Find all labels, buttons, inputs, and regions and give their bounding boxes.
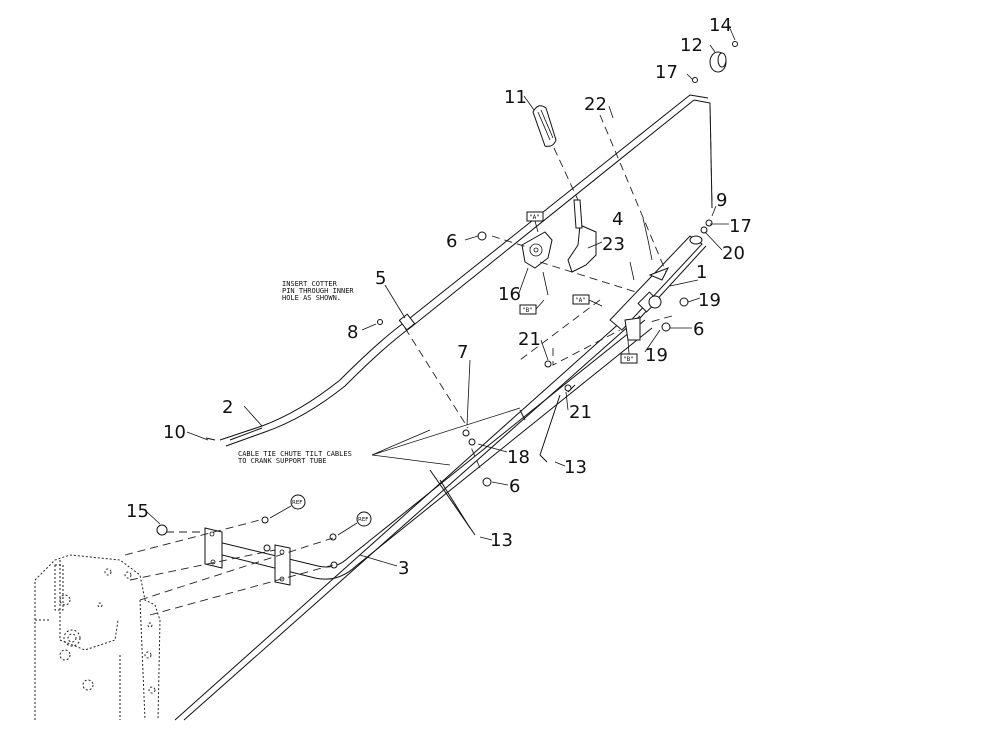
callout-2: 2: [222, 397, 233, 418]
callout-3: 3: [398, 558, 409, 579]
note-cable-line2: TO CRANK SUPPORT TUBE: [238, 457, 327, 465]
callout-10: 10: [163, 422, 186, 443]
callout-22: 22: [584, 94, 607, 115]
chute-cables: [429, 384, 576, 536]
gearbox-16: [521, 231, 553, 269]
tag-b-upper: "B": [522, 307, 533, 314]
callout-6-upper: 6: [446, 231, 457, 252]
callout-16: 16: [498, 284, 521, 305]
ref-label-2: REF: [358, 517, 368, 523]
callout-5: 5: [375, 268, 386, 289]
leader-lines: [146, 23, 736, 567]
tag-texts: "A" "A" "B" "B" REF REF: [292, 214, 634, 523]
callout-23: 23: [602, 234, 625, 255]
callout-7: 7: [457, 342, 468, 363]
tag-b-lower: "B": [623, 356, 634, 363]
note-cotter-line1: INSERT COTTER: [282, 280, 338, 288]
note-cotter-line3: HOLE AS SHOWN.: [282, 294, 341, 302]
notes: INSERT COTTER PIN THROUGH INNER HOLE AS …: [238, 280, 354, 465]
crank-tube-upper: [609, 235, 703, 341]
callout-8: 8: [347, 322, 358, 343]
callout-12: 12: [680, 35, 703, 56]
tag-boxes: [519, 211, 638, 364]
tag-a-upper: "A": [529, 214, 540, 221]
crank-support-tube: [204, 319, 653, 586]
callout-20: 20: [722, 243, 745, 264]
tag-a-lower: "A": [575, 297, 586, 304]
callout-6-lower: 6: [509, 476, 520, 497]
callout-14: 14: [709, 15, 732, 36]
note-cotter-line2: PIN THROUGH INNER: [282, 287, 354, 295]
callout-17: 17: [655, 62, 678, 83]
note-cable-line1: CABLE TIE CHUTE TILT CABLES: [238, 450, 352, 458]
callout-numbers: 14 12 17 11 22 4 23 6 16 5 8 2 10 7 21 2…: [126, 15, 752, 579]
callout-21-upper: 21: [518, 329, 541, 350]
callout-18: 18: [507, 447, 530, 468]
chute-frame: [34, 554, 161, 721]
ref-label-1: REF: [292, 500, 302, 506]
callout-1: 1: [696, 262, 707, 283]
callout-19-right: 19: [698, 290, 721, 311]
callout-19-lower: 19: [645, 345, 668, 366]
assembly-lines: [124, 102, 713, 616]
callout-11: 11: [504, 87, 527, 108]
ref-bubbles: [269, 494, 372, 536]
callout-13-lower: 13: [490, 530, 513, 551]
bracket-23: [567, 199, 597, 273]
crank-knob: [532, 105, 557, 147]
callout-13-upper: 13: [564, 457, 587, 478]
callout-6-right: 6: [693, 319, 704, 340]
callout-15: 15: [126, 501, 149, 522]
crank-end-12: [709, 41, 738, 73]
callout-17-right: 17: [729, 216, 752, 237]
callout-4: 4: [612, 209, 623, 230]
callout-21-lower: 21: [569, 402, 592, 423]
tilt-cable: [205, 94, 713, 447]
callout-9: 9: [716, 190, 727, 211]
